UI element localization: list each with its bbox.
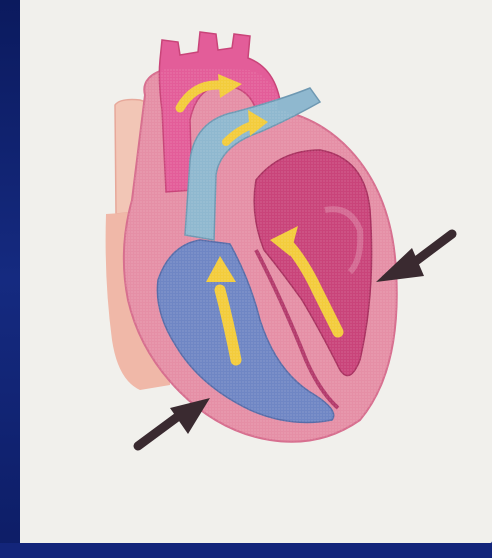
heart-diagram bbox=[20, 0, 492, 543]
slide-bottom-band bbox=[0, 543, 492, 558]
slide-left-bar bbox=[0, 0, 20, 558]
pointer-arrow-icon bbox=[138, 398, 210, 446]
